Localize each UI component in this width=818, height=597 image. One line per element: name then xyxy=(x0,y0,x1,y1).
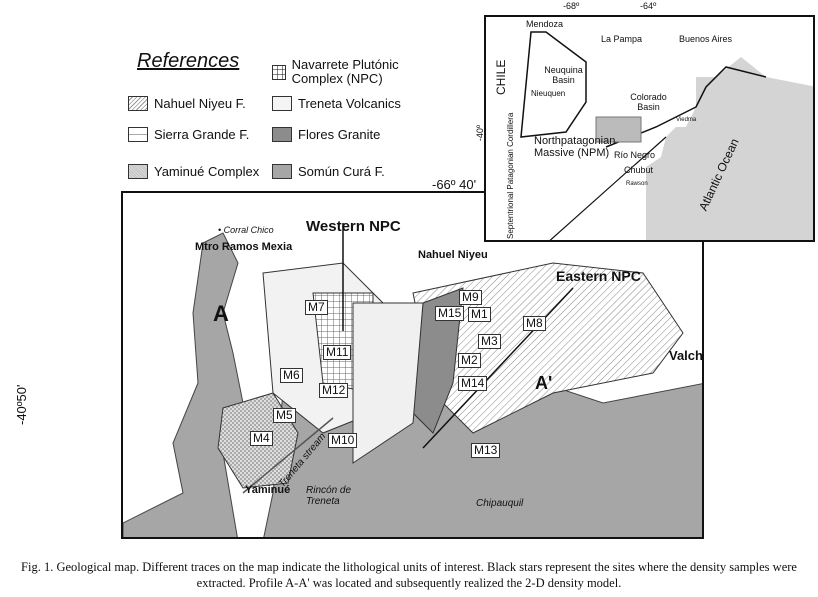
inset-lat-tick: -40º xyxy=(475,124,486,142)
sample-M7: M7 xyxy=(305,300,328,315)
legend-label: Flores Granite xyxy=(298,127,381,142)
inset-lon-tick-1: -68º xyxy=(563,1,580,11)
sample-M5: M5 xyxy=(273,408,296,423)
inset-la-pampa: La Pampa xyxy=(601,34,643,44)
legend-label: Sierra Grande F. xyxy=(154,127,250,142)
sample-M10: M10 xyxy=(328,433,358,448)
figure-caption: Fig. 1. Geological map. Different traces… xyxy=(21,560,797,590)
sample-M2: M2 xyxy=(458,353,481,368)
sample-M14: M14 xyxy=(458,376,488,391)
inset-npm: Northpatagonian Massive (NPM) xyxy=(534,135,616,159)
sample-M9: M9 xyxy=(459,290,482,305)
legend-label: Somún Curá F. xyxy=(298,164,385,179)
inset-lon-tick-2: -64º xyxy=(640,1,657,11)
inset-chile: CHILE xyxy=(494,59,508,95)
inset-rio-negro: Río Negro xyxy=(614,150,656,160)
legend-title: References xyxy=(137,50,240,72)
legend-nahuel: Nahuel Niyeu F. xyxy=(128,96,246,111)
sample-M13: M13 xyxy=(471,443,501,458)
legend-label: Nahuel Niyeu F. xyxy=(154,96,246,111)
inset-neuquen: Nieuquen xyxy=(531,89,566,98)
place-yaminue: Yaminué xyxy=(245,484,291,496)
inset-rawson: Rawson xyxy=(626,181,648,187)
inset-chubut: Chubut xyxy=(624,165,654,175)
place-eastern-npc: Eastern NPC xyxy=(556,268,641,284)
legend-yaminue: Yaminué Complex xyxy=(128,164,259,179)
legend-label: Yaminué Complex xyxy=(154,164,260,179)
inset-shapes xyxy=(520,31,813,240)
legend-label: Navarrete Plutónic Complex (NPC) xyxy=(291,57,399,86)
inset-buenos-aires: Buenos Aires xyxy=(679,34,733,44)
sample-M1: M1 xyxy=(468,307,491,322)
sierra-swatch xyxy=(128,127,148,142)
profile-a-prime: A' xyxy=(535,373,553,393)
legend-somun: Somún Curá F. xyxy=(272,164,385,179)
sample-M6: M6 xyxy=(280,368,303,383)
flores-swatch xyxy=(272,127,292,142)
yaminue-swatch xyxy=(128,164,148,179)
somun-swatch xyxy=(272,164,292,179)
profile-a: A xyxy=(213,301,229,326)
place-nahuel-niyeu: Nahuel Niyeu xyxy=(418,249,488,261)
inset-mendoza: Mendoza xyxy=(526,19,564,29)
lat-tick-label: -40º50' xyxy=(14,384,29,425)
place-rincon: Rincón de Treneta xyxy=(306,485,352,507)
legend-flores: Flores Granite xyxy=(272,127,380,142)
sample-M4: M4 xyxy=(250,431,273,446)
place-western-npc: Western NPC xyxy=(306,218,401,235)
sample-M11: M11 xyxy=(323,345,352,360)
sample-M15: M15 xyxy=(435,306,465,321)
place-ramos-mexia: Mtro Ramos Mexia xyxy=(195,241,293,253)
nahuel-swatch xyxy=(128,96,148,111)
npc-swatch xyxy=(272,64,286,80)
location-inset-map: Mendoza La Pampa Buenos Aires CHILE Neuq… xyxy=(484,15,815,242)
lon-tick-label: -66º 40' xyxy=(432,177,477,192)
legend-npc: Navarrete Plutónic Complex (NPC) xyxy=(272,58,422,86)
inset-viedma: Viedma xyxy=(676,117,697,123)
place-valcheta: Valcheta xyxy=(669,348,703,363)
geological-map: • Corral Chico Western NPC Mtro Ramos Me… xyxy=(121,191,704,539)
inset-cordillera: Septentrional Patagonian Cordillera xyxy=(506,112,515,239)
legend-sierra: Sierra Grande F. xyxy=(128,127,249,142)
treneta-swatch xyxy=(272,96,292,111)
sample-M8: M8 xyxy=(523,316,546,331)
legend-treneta: Treneta Volcanics xyxy=(272,96,401,111)
sample-M12: M12 xyxy=(319,383,349,398)
place-chipauquil: Chipauquil xyxy=(476,498,524,509)
sample-M3: M3 xyxy=(478,334,501,349)
inset-colorado-basin: Colorado Basin xyxy=(630,92,667,112)
place-corral-chico: • Corral Chico xyxy=(218,225,274,235)
inset-neuquina-basin: Neuquina Basin xyxy=(544,65,583,85)
legend-label: Treneta Volcanics xyxy=(298,96,401,111)
